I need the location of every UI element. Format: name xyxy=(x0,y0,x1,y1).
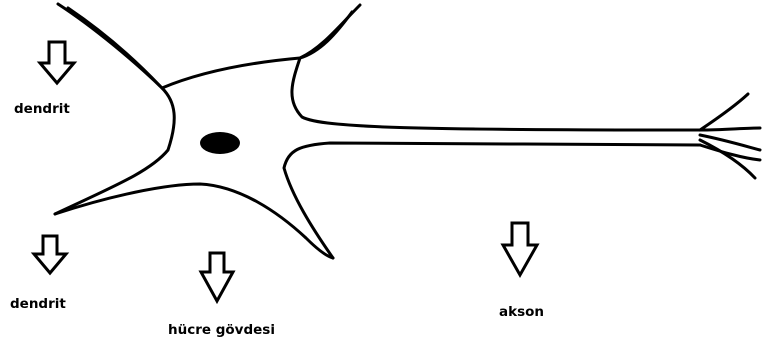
axon-hillock-top xyxy=(292,58,700,130)
down-arrow-icon xyxy=(201,253,233,301)
down-arrow-icon xyxy=(34,236,66,273)
dendrite-top-right-inner xyxy=(300,12,352,58)
down-arrow-icon xyxy=(40,42,74,83)
down-arrow-icon xyxy=(503,223,537,275)
axon-terminal-branch-1 xyxy=(700,94,748,130)
neuron-outline xyxy=(55,4,760,258)
dendrite-top-right xyxy=(162,5,360,88)
dendrite-top-left xyxy=(55,4,174,214)
axon-label: akson xyxy=(499,304,544,320)
dendrite-top-label: dendrit xyxy=(14,101,70,117)
cell-body-label: hücre gövdesi xyxy=(168,322,275,338)
dendrite-bottom-label: dendrit xyxy=(10,296,66,312)
nucleus xyxy=(200,132,240,154)
axon-terminal-branch-2 xyxy=(700,128,760,130)
dendrite-bottom-right xyxy=(284,143,700,258)
